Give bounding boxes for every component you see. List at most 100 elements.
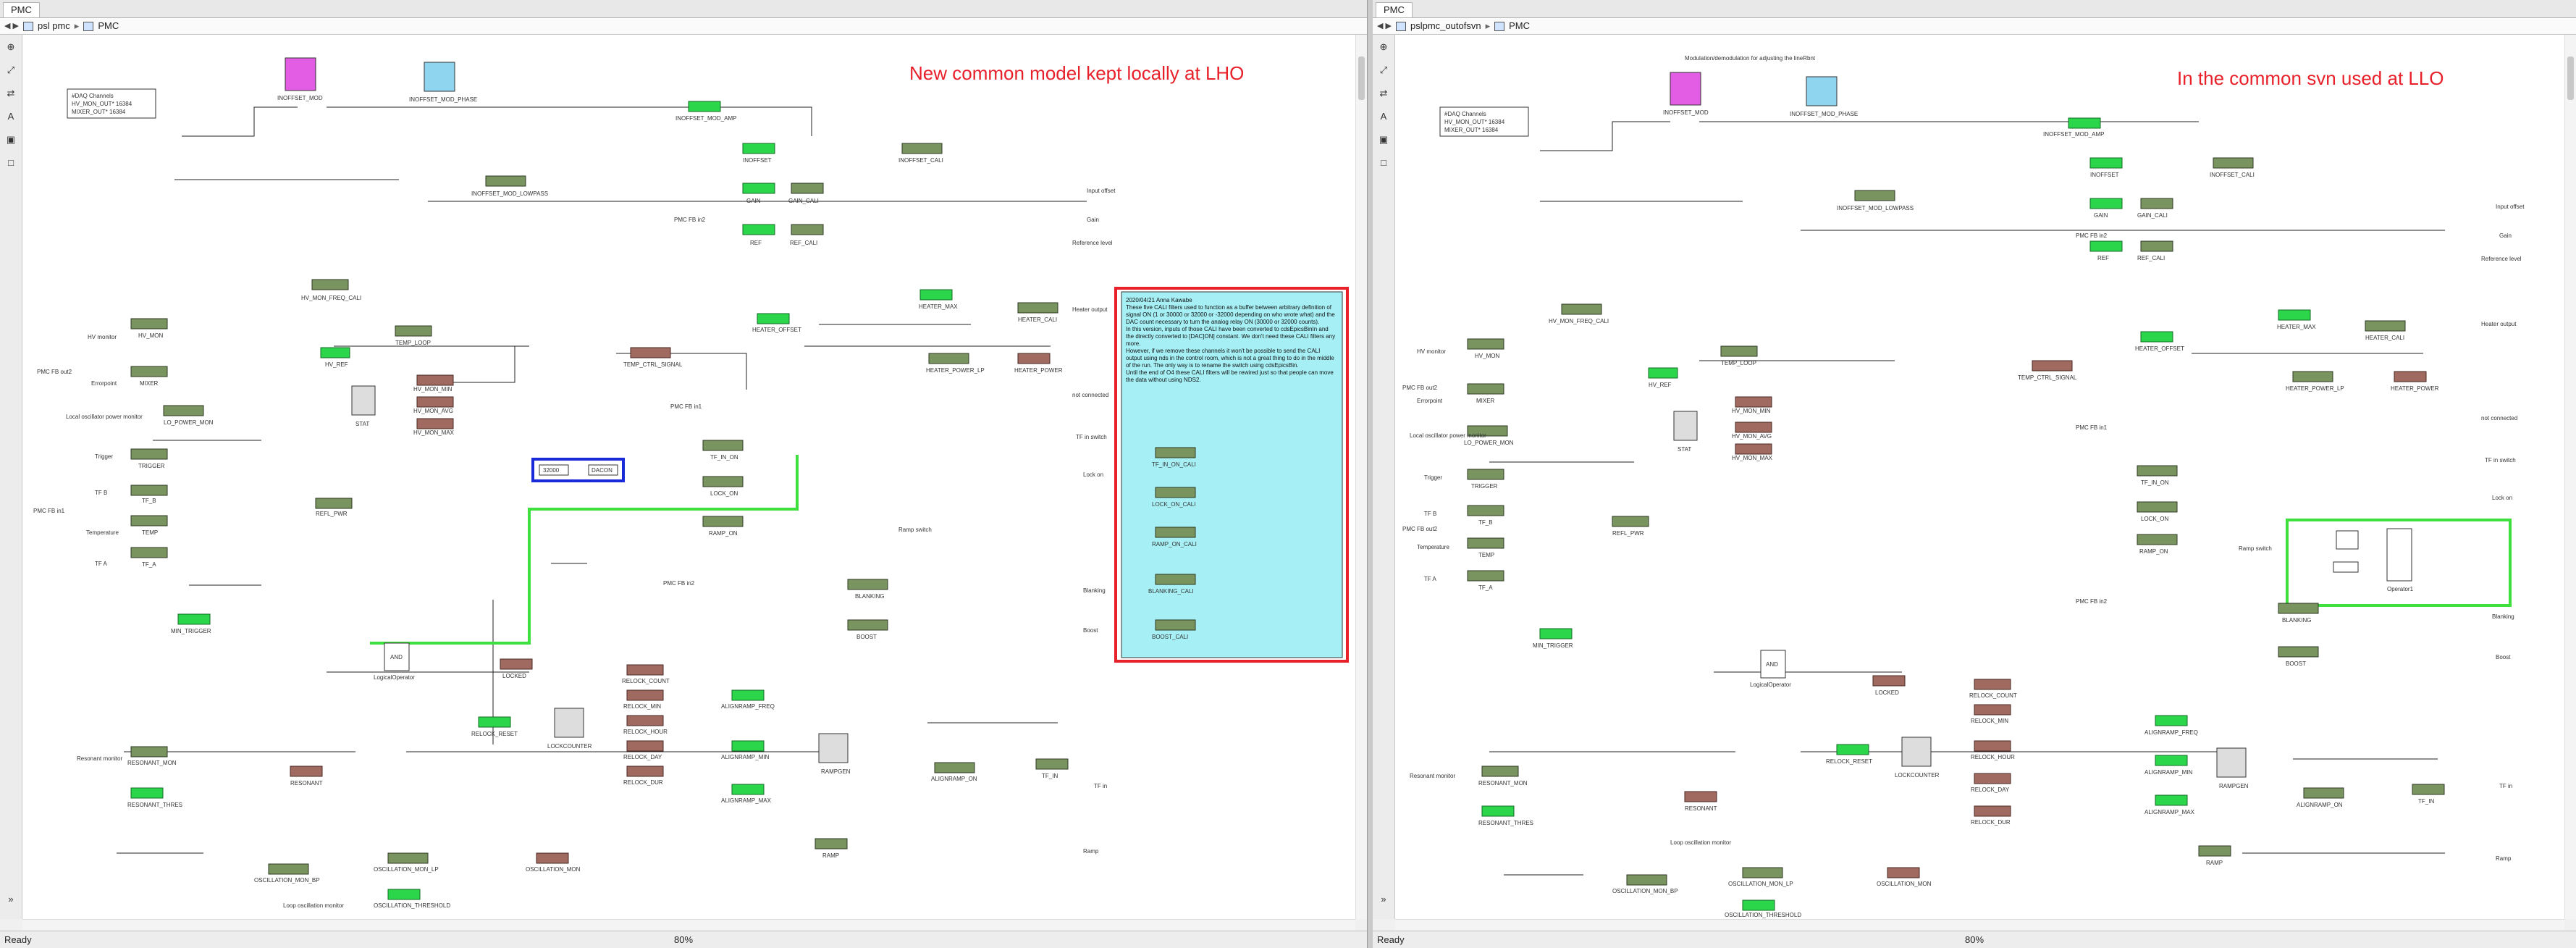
heater-max-block[interactable] xyxy=(919,289,953,301)
oscillation-mon-lp-block[interactable] xyxy=(387,852,429,864)
right-hv-mon-avg-block[interactable] xyxy=(1735,421,1772,433)
ref-block[interactable] xyxy=(742,224,775,235)
right-tf-in-block[interactable] xyxy=(2412,784,2445,795)
right-mixer-block[interactable] xyxy=(1467,383,1504,395)
right-trigger-block[interactable] xyxy=(1467,469,1504,480)
boost-block[interactable] xyxy=(847,619,888,631)
indfset-mod-lowpass-block[interactable] xyxy=(485,175,526,187)
blanking-cali-block[interactable] xyxy=(1155,574,1196,585)
hv-mon-max-block[interactable] xyxy=(416,418,454,429)
hv-mon-block[interactable] xyxy=(130,318,168,330)
alignramp-max-block[interactable] xyxy=(731,784,765,795)
heater-power-block[interactable] xyxy=(1017,353,1051,364)
annotation-icon[interactable]: A xyxy=(7,111,14,122)
tf-in-on-cali-block[interactable] xyxy=(1155,447,1196,458)
temp-loop-block[interactable] xyxy=(395,325,432,337)
indfset-block[interactable] xyxy=(742,143,775,154)
heater-power-lp-block[interactable] xyxy=(928,353,969,364)
relock-reset-block[interactable] xyxy=(478,716,511,728)
stat-block[interactable] xyxy=(351,385,376,416)
right-indfset-mod-phase-block[interactable] xyxy=(1806,76,1838,106)
right-temp-block[interactable] xyxy=(1467,537,1504,549)
right-relock-reset-block[interactable] xyxy=(1836,744,1869,755)
boost-cali-block[interactable] xyxy=(1155,619,1196,631)
const-32000-block[interactable] xyxy=(539,464,569,476)
lo-power-mon-block[interactable] xyxy=(163,405,204,416)
left-vertical-scrollbar[interactable] xyxy=(1355,35,1367,919)
relock-day-block[interactable] xyxy=(626,740,664,752)
oscillation-threshold-block[interactable] xyxy=(387,889,421,900)
right-relock-day-block[interactable] xyxy=(1974,773,2011,784)
right-nav-arrows-icon[interactable]: ◀ ▶ xyxy=(1377,22,1392,30)
right-oscillation-threshold-block[interactable] xyxy=(1742,899,1775,911)
resonant-mon-block[interactable] xyxy=(130,746,168,758)
right-heater-max-block[interactable] xyxy=(2278,309,2311,321)
temp-ctrl-signal-block[interactable] xyxy=(630,347,671,358)
ramp-on-block[interactable] xyxy=(702,516,744,527)
gain-cali-block[interactable] xyxy=(791,183,824,194)
right-vertical-scrollbar[interactable] xyxy=(2564,35,2576,919)
right-heater-cali-block[interactable] xyxy=(2365,320,2406,332)
tf-a-block[interactable] xyxy=(130,547,168,558)
right-locked-block[interactable] xyxy=(1872,675,1906,687)
right-heater-offset-block[interactable] xyxy=(2140,331,2173,343)
left-breadcrumb-root[interactable]: psl pmc xyxy=(38,20,70,31)
lock-on-cali-block[interactable] xyxy=(1155,487,1196,498)
tf-b-block[interactable] xyxy=(130,485,168,496)
arrow-icon[interactable]: ⇄ xyxy=(7,88,15,98)
trigger-block[interactable] xyxy=(130,448,168,460)
right-hv-mon-min-block[interactable] xyxy=(1735,396,1772,408)
hide-palette-icon[interactable]: » xyxy=(1381,894,1386,905)
and-block[interactable] xyxy=(384,642,410,671)
ramp-on-cali-block[interactable] xyxy=(1155,527,1196,538)
hv-mon-min-block[interactable] xyxy=(416,374,454,386)
blanking-block[interactable] xyxy=(847,579,888,590)
hv-mon-avg-block[interactable] xyxy=(416,396,454,408)
right-tf-a-block[interactable] xyxy=(1467,570,1504,582)
temp-block[interactable] xyxy=(130,515,168,527)
alignramp-freq-block[interactable] xyxy=(731,689,765,701)
right-hv-mon-block[interactable] xyxy=(1467,338,1504,350)
refl-pwr-block[interactable] xyxy=(315,498,353,509)
right-relock-dur-block[interactable] xyxy=(1974,805,2011,817)
dacon-goto-block[interactable] xyxy=(588,464,618,476)
left-vscroll-thumb[interactable] xyxy=(1358,56,1365,100)
right-oscillation-mon-bp-block[interactable] xyxy=(1626,874,1667,886)
right-alignramp-on-block[interactable] xyxy=(2303,787,2344,799)
const-block[interactable] xyxy=(2333,561,2359,573)
zoom-in-icon[interactable]: ⊕ xyxy=(7,41,15,52)
left-nav-arrows-icon[interactable]: ◀ ▶ xyxy=(4,22,19,30)
rampgen-block[interactable] xyxy=(818,733,849,763)
oscillation-mon-bp-block[interactable] xyxy=(268,863,309,875)
right-gain-block[interactable] xyxy=(2089,198,2123,209)
right-alignramp-min-block[interactable] xyxy=(2155,755,2188,766)
right-diagram-canvas[interactable]: Operator1 INOFFSET_MOD INOFFSET_MOD_PHAS… xyxy=(1395,35,2564,919)
right-refl-pwr-block[interactable] xyxy=(1612,516,1649,527)
zoom-in-icon[interactable]: ⊕ xyxy=(1379,41,1388,52)
hv-ref-block[interactable] xyxy=(320,347,350,358)
indfset-mod-block[interactable] xyxy=(285,57,316,91)
right-gain-cali-block[interactable] xyxy=(2140,198,2173,209)
right-hv-mon-max-block[interactable] xyxy=(1735,443,1772,455)
alignramp-min-block[interactable] xyxy=(731,740,765,752)
right-boost-block[interactable] xyxy=(2278,646,2319,658)
relock-count-block[interactable] xyxy=(626,664,664,676)
right-and-block[interactable] xyxy=(1760,650,1786,679)
right-stat-block[interactable] xyxy=(1673,411,1698,441)
alignramp-on-block[interactable] xyxy=(934,762,975,773)
right-relock-count-block[interactable] xyxy=(1974,679,2011,690)
ref-cali-block[interactable] xyxy=(791,224,824,235)
left-horizontal-scrollbar[interactable] xyxy=(22,919,1355,931)
right-indfset-block[interactable] xyxy=(2089,157,2123,169)
left-breadcrumb-pmc[interactable]: PMC xyxy=(98,20,119,31)
image-icon[interactable]: ▣ xyxy=(6,134,16,145)
relock-hour-block[interactable] xyxy=(626,715,664,726)
right-indfset-mod-lowpass-block[interactable] xyxy=(1854,190,1895,201)
left-tab-pmc[interactable]: PMC xyxy=(3,2,40,17)
right-oscillation-mon-lp-block[interactable] xyxy=(1742,867,1783,878)
tf-in-block[interactable] xyxy=(1035,758,1069,770)
right-alignramp-freq-block[interactable] xyxy=(2155,715,2188,726)
right-tf-b-block[interactable] xyxy=(1467,505,1504,516)
right-heater-power-block[interactable] xyxy=(2394,371,2427,382)
image-icon[interactable]: ▣ xyxy=(1379,134,1389,145)
